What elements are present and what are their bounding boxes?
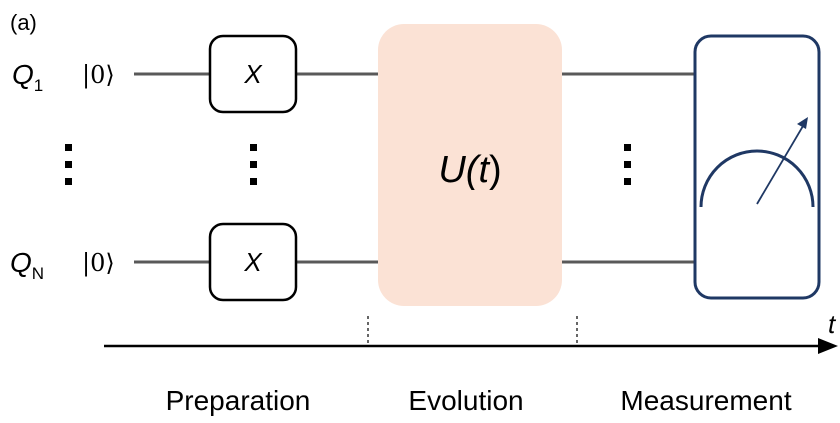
- measurement-block: [693, 34, 821, 300]
- wires: [134, 72, 697, 264]
- stage-label-evolution: Evolution: [408, 385, 523, 416]
- stage-label-measurement: Measurement: [620, 385, 791, 416]
- qubit-n-label: QN: [10, 247, 44, 283]
- x-gate-qn: [208, 222, 298, 302]
- arrow-right-icon: [818, 338, 838, 354]
- qubit-n-state: |0⟩: [82, 249, 115, 278]
- x-gate-q1-label: X: [243, 59, 263, 89]
- stage-label-preparation: Preparation: [166, 385, 311, 416]
- panel-label: (a): [10, 10, 37, 35]
- vertical-ellipsis-wires: [624, 144, 631, 185]
- meter-icon: [699, 117, 815, 208]
- x-gate-qn-label: X: [243, 247, 263, 277]
- vertical-ellipsis-qubits: [65, 144, 72, 185]
- vertical-ellipsis-group: [65, 144, 631, 185]
- time-axis-label: t: [828, 309, 837, 339]
- evolution-operator: U(t): [438, 149, 501, 191]
- qubit-1-label: Q1: [12, 59, 43, 95]
- vertical-ellipsis-gates: [250, 144, 257, 185]
- qubit-1-state: |0⟩: [82, 61, 115, 90]
- x-gate-q1: [208, 34, 298, 114]
- evolution-block: [378, 24, 562, 306]
